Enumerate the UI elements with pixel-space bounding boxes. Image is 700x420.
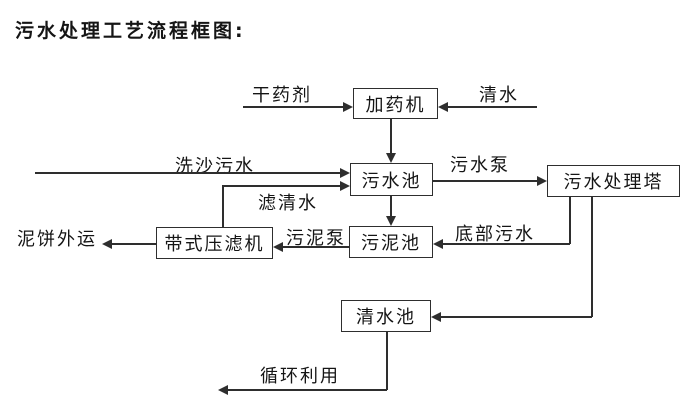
line-filtered-water-h bbox=[223, 185, 340, 187]
node-clean-water-pool: 清水池 bbox=[341, 300, 431, 332]
arrowhead-right-icon bbox=[343, 102, 353, 112]
edge-label-recycling: 循环利用 bbox=[260, 366, 340, 387]
line-sewage-pump bbox=[433, 180, 537, 182]
arrowhead-right-icon bbox=[340, 168, 350, 178]
edge-label-sand-washing-sewage: 洗沙污水 bbox=[175, 156, 255, 177]
arrowhead-left-icon bbox=[218, 385, 228, 395]
edge-label-mud-cake-out: 泥饼外运 bbox=[17, 229, 97, 250]
edge-label-bottom-sewage: 底部污水 bbox=[455, 224, 535, 245]
line-sand-washing-sewage bbox=[35, 172, 340, 174]
line-dry-agent bbox=[243, 106, 343, 108]
line-filtered-water-v bbox=[222, 185, 224, 227]
arrowhead-left-icon bbox=[102, 239, 112, 249]
line-mud-cake-out bbox=[112, 243, 156, 245]
line-clean-water bbox=[448, 106, 537, 108]
node-belt-filter-press: 带式压滤机 bbox=[156, 227, 273, 259]
line-sludge-pump bbox=[283, 246, 349, 248]
edge-label-clean-water: 清水 bbox=[479, 85, 519, 106]
page-title: 污水处理工艺流程框图: bbox=[15, 20, 246, 42]
arrowhead-down-icon bbox=[386, 153, 396, 163]
arrowhead-left-icon bbox=[431, 312, 441, 322]
arrowhead-left-icon bbox=[438, 102, 448, 112]
arrowhead-left-icon bbox=[273, 242, 283, 252]
node-sewage-pool: 污水池 bbox=[350, 163, 433, 196]
arrowhead-right-icon bbox=[537, 176, 547, 186]
line-tower-to-clean-v bbox=[591, 197, 593, 317]
edge-label-sludge-pump: 污泥泵 bbox=[286, 228, 346, 249]
line-bottom-sewage-h bbox=[443, 243, 570, 245]
node-sludge-pool: 污泥池 bbox=[349, 226, 433, 258]
arrowhead-down-icon bbox=[386, 216, 396, 226]
line-tower-to-clean-h bbox=[441, 316, 592, 318]
edge-label-filtered-water: 滤清水 bbox=[258, 193, 318, 214]
edge-label-sewage-pump: 污水泵 bbox=[450, 155, 510, 176]
arrowhead-left-icon bbox=[433, 239, 443, 249]
line-sewage-to-sludge bbox=[390, 196, 392, 216]
line-recycling-h bbox=[228, 389, 387, 391]
line-bottom-sewage-v bbox=[569, 197, 571, 244]
node-dosing-machine: 加药机 bbox=[353, 88, 438, 119]
node-treatment-tower: 污水处理塔 bbox=[547, 165, 680, 197]
arrowhead-right-icon bbox=[340, 181, 350, 191]
line-recycling-v bbox=[386, 332, 388, 390]
edge-label-dry-agent: 干药剂 bbox=[252, 85, 312, 106]
line-dosing-to-sewage bbox=[390, 119, 392, 155]
